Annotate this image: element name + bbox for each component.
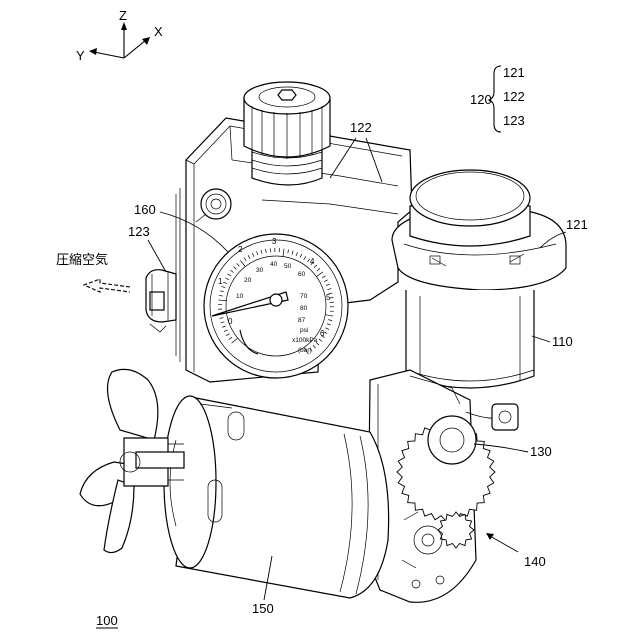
axis-y-label: Y — [76, 48, 85, 63]
gauge-psi-60: 60 — [298, 271, 306, 278]
gauge-psi-20: 20 — [244, 277, 252, 284]
regulator-knob — [244, 82, 330, 185]
gauge-unit-bar: (bar) — [298, 347, 312, 354]
gauge-psi-40: 40 — [270, 261, 278, 268]
gauge-unit-psi: psi — [300, 327, 308, 334]
gauge-psi-30: 30 — [256, 267, 264, 274]
gauge-psi-50: 50 — [284, 263, 292, 270]
gauge-bar-0: 0 — [228, 317, 233, 326]
gauge-unit-kpa: x100kPa — [292, 337, 318, 344]
gauge-psi-80: 80 — [300, 305, 308, 312]
group-label-120: 120 121 122 123 — [470, 65, 525, 132]
label-150: 150 — [252, 601, 274, 616]
gauge-psi-87: 87 — [298, 317, 306, 324]
compressed-air-label: 圧縮空気 — [56, 252, 108, 268]
label-121: 121 — [566, 217, 588, 232]
motor — [164, 396, 389, 598]
label-100: 100 — [96, 613, 118, 628]
gauge-psi-10: 10 — [236, 293, 244, 300]
gauge-bar-3: 3 — [272, 237, 277, 246]
outlet-nozzle — [146, 270, 176, 332]
label-130: 130 — [530, 444, 552, 459]
label-122: 122 — [350, 120, 372, 135]
gauge-bar-2: 2 — [238, 245, 243, 254]
cylinder-cap — [392, 170, 566, 290]
label-160: 160 — [134, 202, 156, 217]
label-110: 110 — [552, 334, 573, 349]
cylinder-body — [406, 290, 534, 388]
pressure-gauge: 0 1 2 3 4 5 6 10 20 30 40 50 60 70 80 87… — [204, 234, 348, 378]
gauge-bar-5: 5 — [326, 293, 331, 302]
axis-x-label: X — [154, 24, 163, 39]
label-120: 120 — [470, 92, 492, 107]
gauge-psi-70: 70 — [300, 293, 308, 300]
gauge-bar-6: 6 — [320, 329, 325, 338]
label-121-group: 121 — [503, 65, 525, 80]
compressed-air-arrow: 圧縮空気 — [56, 252, 130, 292]
gear-housing — [368, 370, 518, 602]
gauge-bar-4: 4 — [310, 257, 315, 266]
label-122-group: 122 — [503, 89, 525, 104]
label-123: 123 — [128, 224, 150, 239]
coordinate-axes: Z X Y — [76, 8, 163, 63]
gauge-bar-1: 1 — [218, 277, 223, 286]
label-140: 140 — [524, 554, 546, 569]
axis-z-label: Z — [119, 8, 127, 23]
label-123-group: 123 — [503, 113, 525, 128]
